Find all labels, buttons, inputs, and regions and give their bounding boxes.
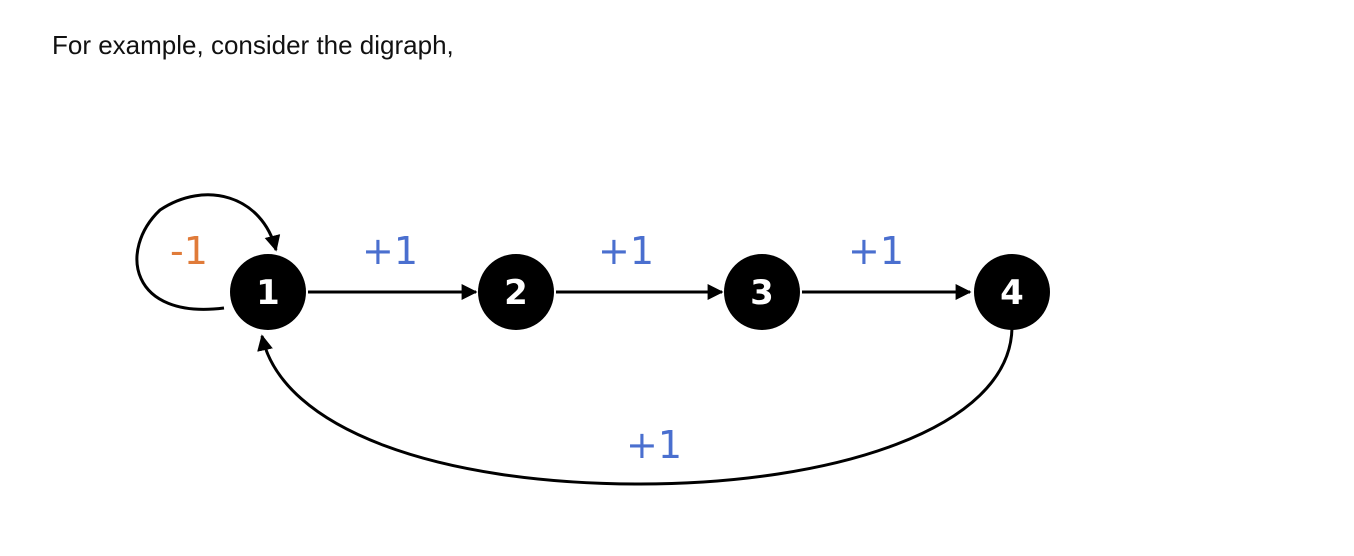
node-3: 3 bbox=[724, 254, 800, 330]
edge-4-to-1 bbox=[257, 327, 1014, 486]
edge-weight-1-to-1: -1 bbox=[170, 229, 208, 273]
edge-1-to-1 bbox=[135, 193, 281, 311]
edge-weight-3-to-4: +1 bbox=[848, 229, 904, 273]
edge-weight-2-to-3: +1 bbox=[598, 229, 654, 273]
node-2: 2 bbox=[478, 254, 554, 330]
node-4: 4 bbox=[974, 254, 1050, 330]
edge-weight-4-to-1: +1 bbox=[626, 423, 682, 467]
node-1: 1 bbox=[230, 254, 306, 330]
intro-text: For example, consider the digraph, bbox=[52, 30, 454, 60]
node-2-label: 2 bbox=[504, 273, 528, 313]
node-4-label: 4 bbox=[1000, 273, 1024, 313]
node-1-label: 1 bbox=[256, 273, 280, 313]
edge-weight-1-to-2: +1 bbox=[362, 229, 418, 273]
node-3-label: 3 bbox=[750, 273, 774, 313]
